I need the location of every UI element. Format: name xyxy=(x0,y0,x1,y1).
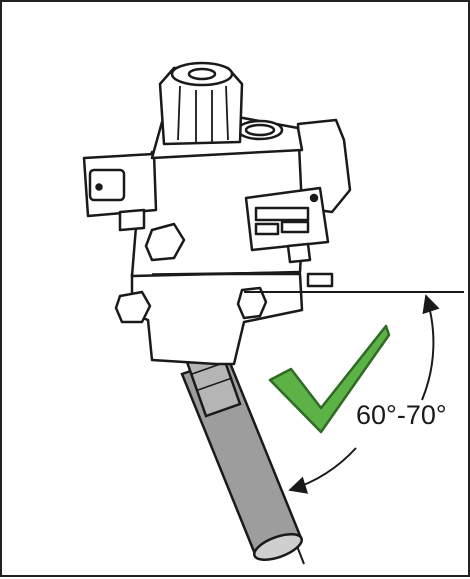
angle-arc-upper xyxy=(421,294,440,401)
valve-stub xyxy=(306,272,334,288)
valve-left-mount xyxy=(118,208,146,232)
valve-bolt xyxy=(144,222,186,262)
angle-arc-lower xyxy=(288,447,357,494)
valve-bolt xyxy=(114,290,152,324)
valve-bolt xyxy=(236,286,268,320)
valve-left-plate xyxy=(88,168,126,202)
valve-body xyxy=(82,61,352,366)
angle-indicator xyxy=(244,291,464,494)
valve-lower-block xyxy=(130,272,304,366)
hose-end xyxy=(253,533,303,561)
check-mark-icon xyxy=(268,324,391,434)
angle-label: 60°-70° xyxy=(356,400,447,430)
valve-nameplate-top xyxy=(254,206,310,222)
